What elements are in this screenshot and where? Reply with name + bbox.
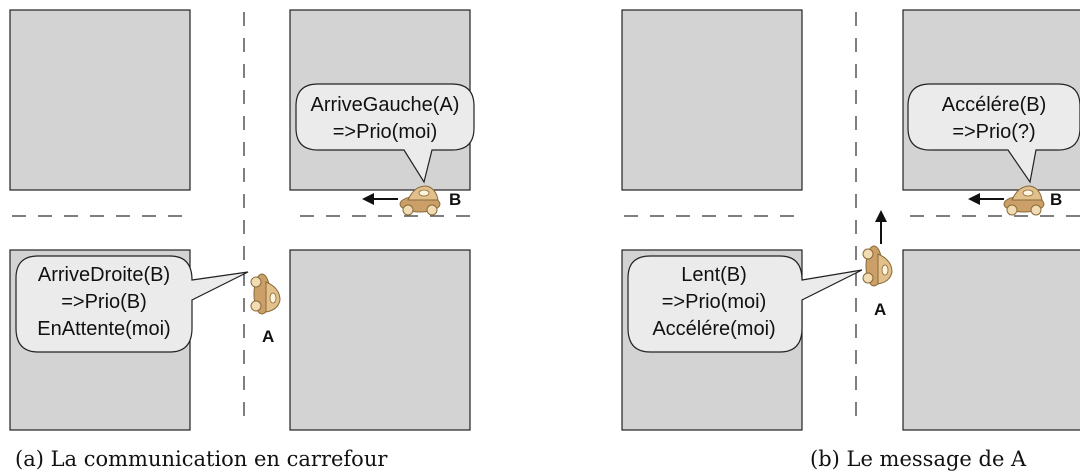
- bubble-bottom-line-2: =>Prio(moi): [662, 291, 766, 313]
- bubble-bottom-line-2: =>Prio(B): [61, 291, 147, 313]
- car-b-label: B: [449, 190, 461, 209]
- panel-b: Accélére(B) =>Prio(?) Lent(B) =>Prio(moi…: [621, 9, 1080, 471]
- block-top-left: [621, 9, 803, 191]
- car-icon: [250, 273, 281, 315]
- arrow-icon: [875, 210, 887, 244]
- speech-bubble-top: ArriveGauche(A) =>Prio(moi): [295, 83, 475, 184]
- panel-a: ArriveGauche(A) =>Prio(moi) ArriveDroite…: [9, 9, 475, 471]
- speech-bubble-bottom: ArriveDroite(B) =>Prio(B) EnAttente(moi): [15, 255, 249, 353]
- bubble-bottom-line-3: EnAttente(moi): [37, 318, 170, 340]
- bubble-top-line-2: =>Prio(moi): [333, 121, 437, 143]
- bubble-top-line-1: Accélére(B): [942, 94, 1046, 116]
- bubble-top-line-1: ArriveGauche(A): [311, 94, 460, 116]
- arrow-icon: [362, 193, 398, 205]
- bubble-top-line-2: =>Prio(?): [952, 121, 1035, 143]
- car-a-label: A: [874, 300, 886, 319]
- speech-bubble-top: Accélére(B) =>Prio(?): [907, 83, 1080, 184]
- block-bottom-right: [289, 249, 471, 431]
- block-top-left: [9, 9, 191, 191]
- caption-a: (a) La communication en carrefour: [15, 447, 388, 471]
- caption-b: (b) Le message de A: [810, 447, 1027, 471]
- bubble-bottom-line-1: Lent(B): [681, 264, 747, 286]
- car-icon: [862, 245, 893, 287]
- block-bottom-right: [902, 249, 1080, 431]
- car-b-label: B: [1050, 190, 1062, 209]
- arrow-icon: [968, 193, 1004, 205]
- bubble-bottom-line-1: ArriveDroite(B): [38, 264, 170, 286]
- bubble-bottom-line-3: Accélére(moi): [652, 318, 775, 340]
- speech-bubble-bottom: Lent(B) =>Prio(moi) Accélére(moi): [627, 255, 863, 353]
- car-a-label: A: [262, 327, 274, 346]
